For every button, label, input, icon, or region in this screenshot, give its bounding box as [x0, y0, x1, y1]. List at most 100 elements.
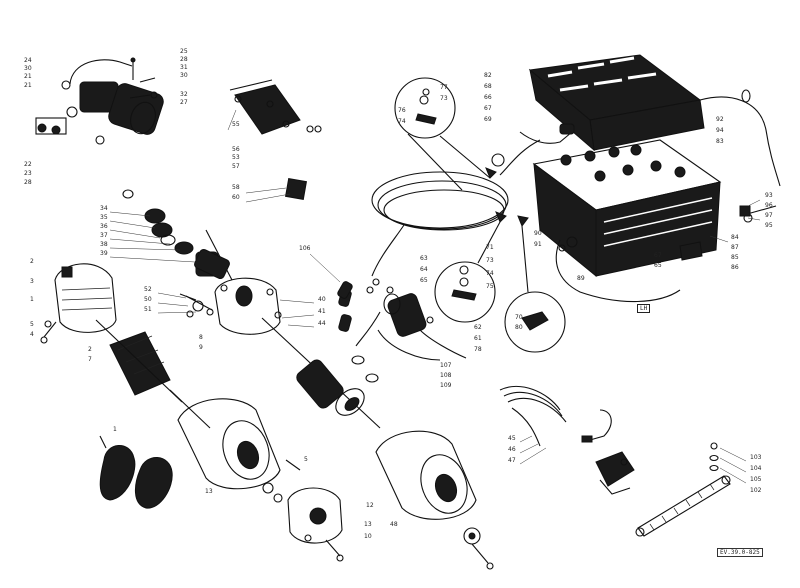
part-number-label: 71	[486, 244, 494, 251]
yoke-right	[375, 430, 494, 570]
part-number-label: 30	[180, 72, 188, 79]
part-number-label: 82	[484, 72, 492, 79]
part-number-label: 70	[515, 314, 523, 321]
part-number-label: 85	[731, 254, 739, 261]
part-number-label: 80	[515, 324, 523, 331]
part-number-label: 87	[731, 244, 739, 251]
part-number-label: 96	[765, 202, 773, 209]
part-number-label: 10	[364, 533, 372, 540]
part-number-label: 21	[24, 73, 32, 80]
part-number-label: 91	[534, 241, 542, 248]
part-number-label: 53	[232, 154, 240, 161]
part-number-label: 60	[232, 194, 240, 201]
part-number-label: 27	[180, 99, 188, 106]
part-number-label: 30	[24, 65, 32, 72]
part-number-label: 90	[534, 230, 542, 237]
part-number-label: 28	[180, 56, 188, 63]
battery-lid	[528, 54, 781, 187]
lh-tag: LH	[637, 304, 651, 313]
detail-circle-top	[394, 77, 491, 191]
part-number-label: 40	[318, 296, 326, 303]
part-number-label: 92	[716, 116, 724, 123]
part-number-label: 68	[484, 83, 492, 90]
part-number-label: 56	[232, 146, 240, 153]
yoke-left	[177, 398, 283, 503]
part-number-label: 13	[205, 488, 213, 495]
part-number-label: 94	[716, 127, 724, 134]
part-number-label: 44	[318, 320, 326, 327]
part-number-label: 51	[144, 306, 152, 313]
part-number-label: 74	[398, 118, 406, 125]
part-number-label: 34	[100, 205, 108, 212]
part-number-label: 102	[750, 487, 762, 494]
part-number-label: 36	[100, 223, 108, 230]
part-number-label: 108	[440, 372, 452, 379]
part-number-label: 8	[199, 334, 203, 341]
part-number-label: 1	[30, 296, 34, 303]
part-number-label: 31	[180, 64, 188, 71]
part-number-label: 9	[199, 344, 203, 351]
part-number-label: 39	[100, 250, 108, 257]
part-number-label: 12	[366, 502, 374, 509]
part-number-label: 48	[390, 521, 398, 528]
part-number-label: 2	[88, 346, 92, 353]
part-number-label: 84	[731, 234, 739, 241]
detail-arrows	[485, 167, 529, 228]
part-number-label: 86	[731, 264, 739, 271]
armature	[95, 319, 211, 429]
part-number-label: 28	[24, 179, 32, 186]
part-number-label: 38	[100, 241, 108, 248]
part-number-label: 37	[100, 232, 108, 239]
loose-fittings	[179, 278, 380, 471]
part-number-label: 106	[299, 245, 311, 252]
part-number-label: 5	[30, 321, 34, 328]
part-number-label: 76	[398, 107, 406, 114]
wiring-harness	[499, 385, 612, 447]
part-number-label: 65	[420, 277, 428, 284]
part-number-label: 67	[654, 252, 662, 259]
earth-strap	[635, 442, 731, 537]
part-number-label: 47	[508, 457, 516, 464]
part-number-label: 57	[232, 163, 240, 170]
part-number-label: 58	[232, 184, 240, 191]
cable-coil	[371, 139, 541, 277]
part-number-label: 32	[180, 91, 188, 98]
detail-circle-right	[504, 225, 566, 353]
part-number-label: 45	[508, 435, 516, 442]
field-coils	[99, 435, 173, 509]
end-housing-left	[40, 263, 117, 344]
part-number-label: 24	[24, 57, 32, 64]
part-number-label: 93	[765, 192, 773, 199]
part-number-label: 66	[484, 94, 492, 101]
part-number-label: 67	[484, 105, 492, 112]
part-number-label: 73	[486, 257, 494, 264]
part-number-label: 69	[484, 116, 492, 123]
part-number-label: 61	[474, 335, 482, 342]
part-number-label: 55	[232, 121, 240, 128]
part-number-label: 104	[750, 465, 762, 472]
part-number-label: 13	[364, 521, 372, 528]
reference-code: EV.39.0-825	[717, 548, 763, 557]
connector-block	[595, 451, 635, 495]
part-number-label: 63	[420, 255, 428, 262]
solenoid	[338, 286, 467, 383]
end-plate	[287, 487, 344, 562]
part-number-label: 52	[144, 286, 152, 293]
part-number-label: 97	[765, 212, 773, 219]
part-number-label: 2	[30, 258, 34, 265]
part-number-label: 7	[88, 356, 92, 363]
part-number-label: 78	[474, 346, 482, 353]
part-number-label: 73	[440, 95, 448, 102]
detail-circle-middle	[434, 221, 501, 323]
part-number-label: 105	[750, 476, 762, 483]
part-number-label: 83	[716, 138, 724, 145]
part-number-label: 23	[24, 170, 32, 177]
part-number-label: 109	[440, 382, 452, 389]
part-number-label: 3	[30, 278, 34, 285]
part-number-label: 50	[144, 296, 152, 303]
part-number-label: 41	[318, 308, 326, 315]
part-number-label: 64	[420, 266, 428, 273]
part-number-label: 95	[765, 222, 773, 229]
